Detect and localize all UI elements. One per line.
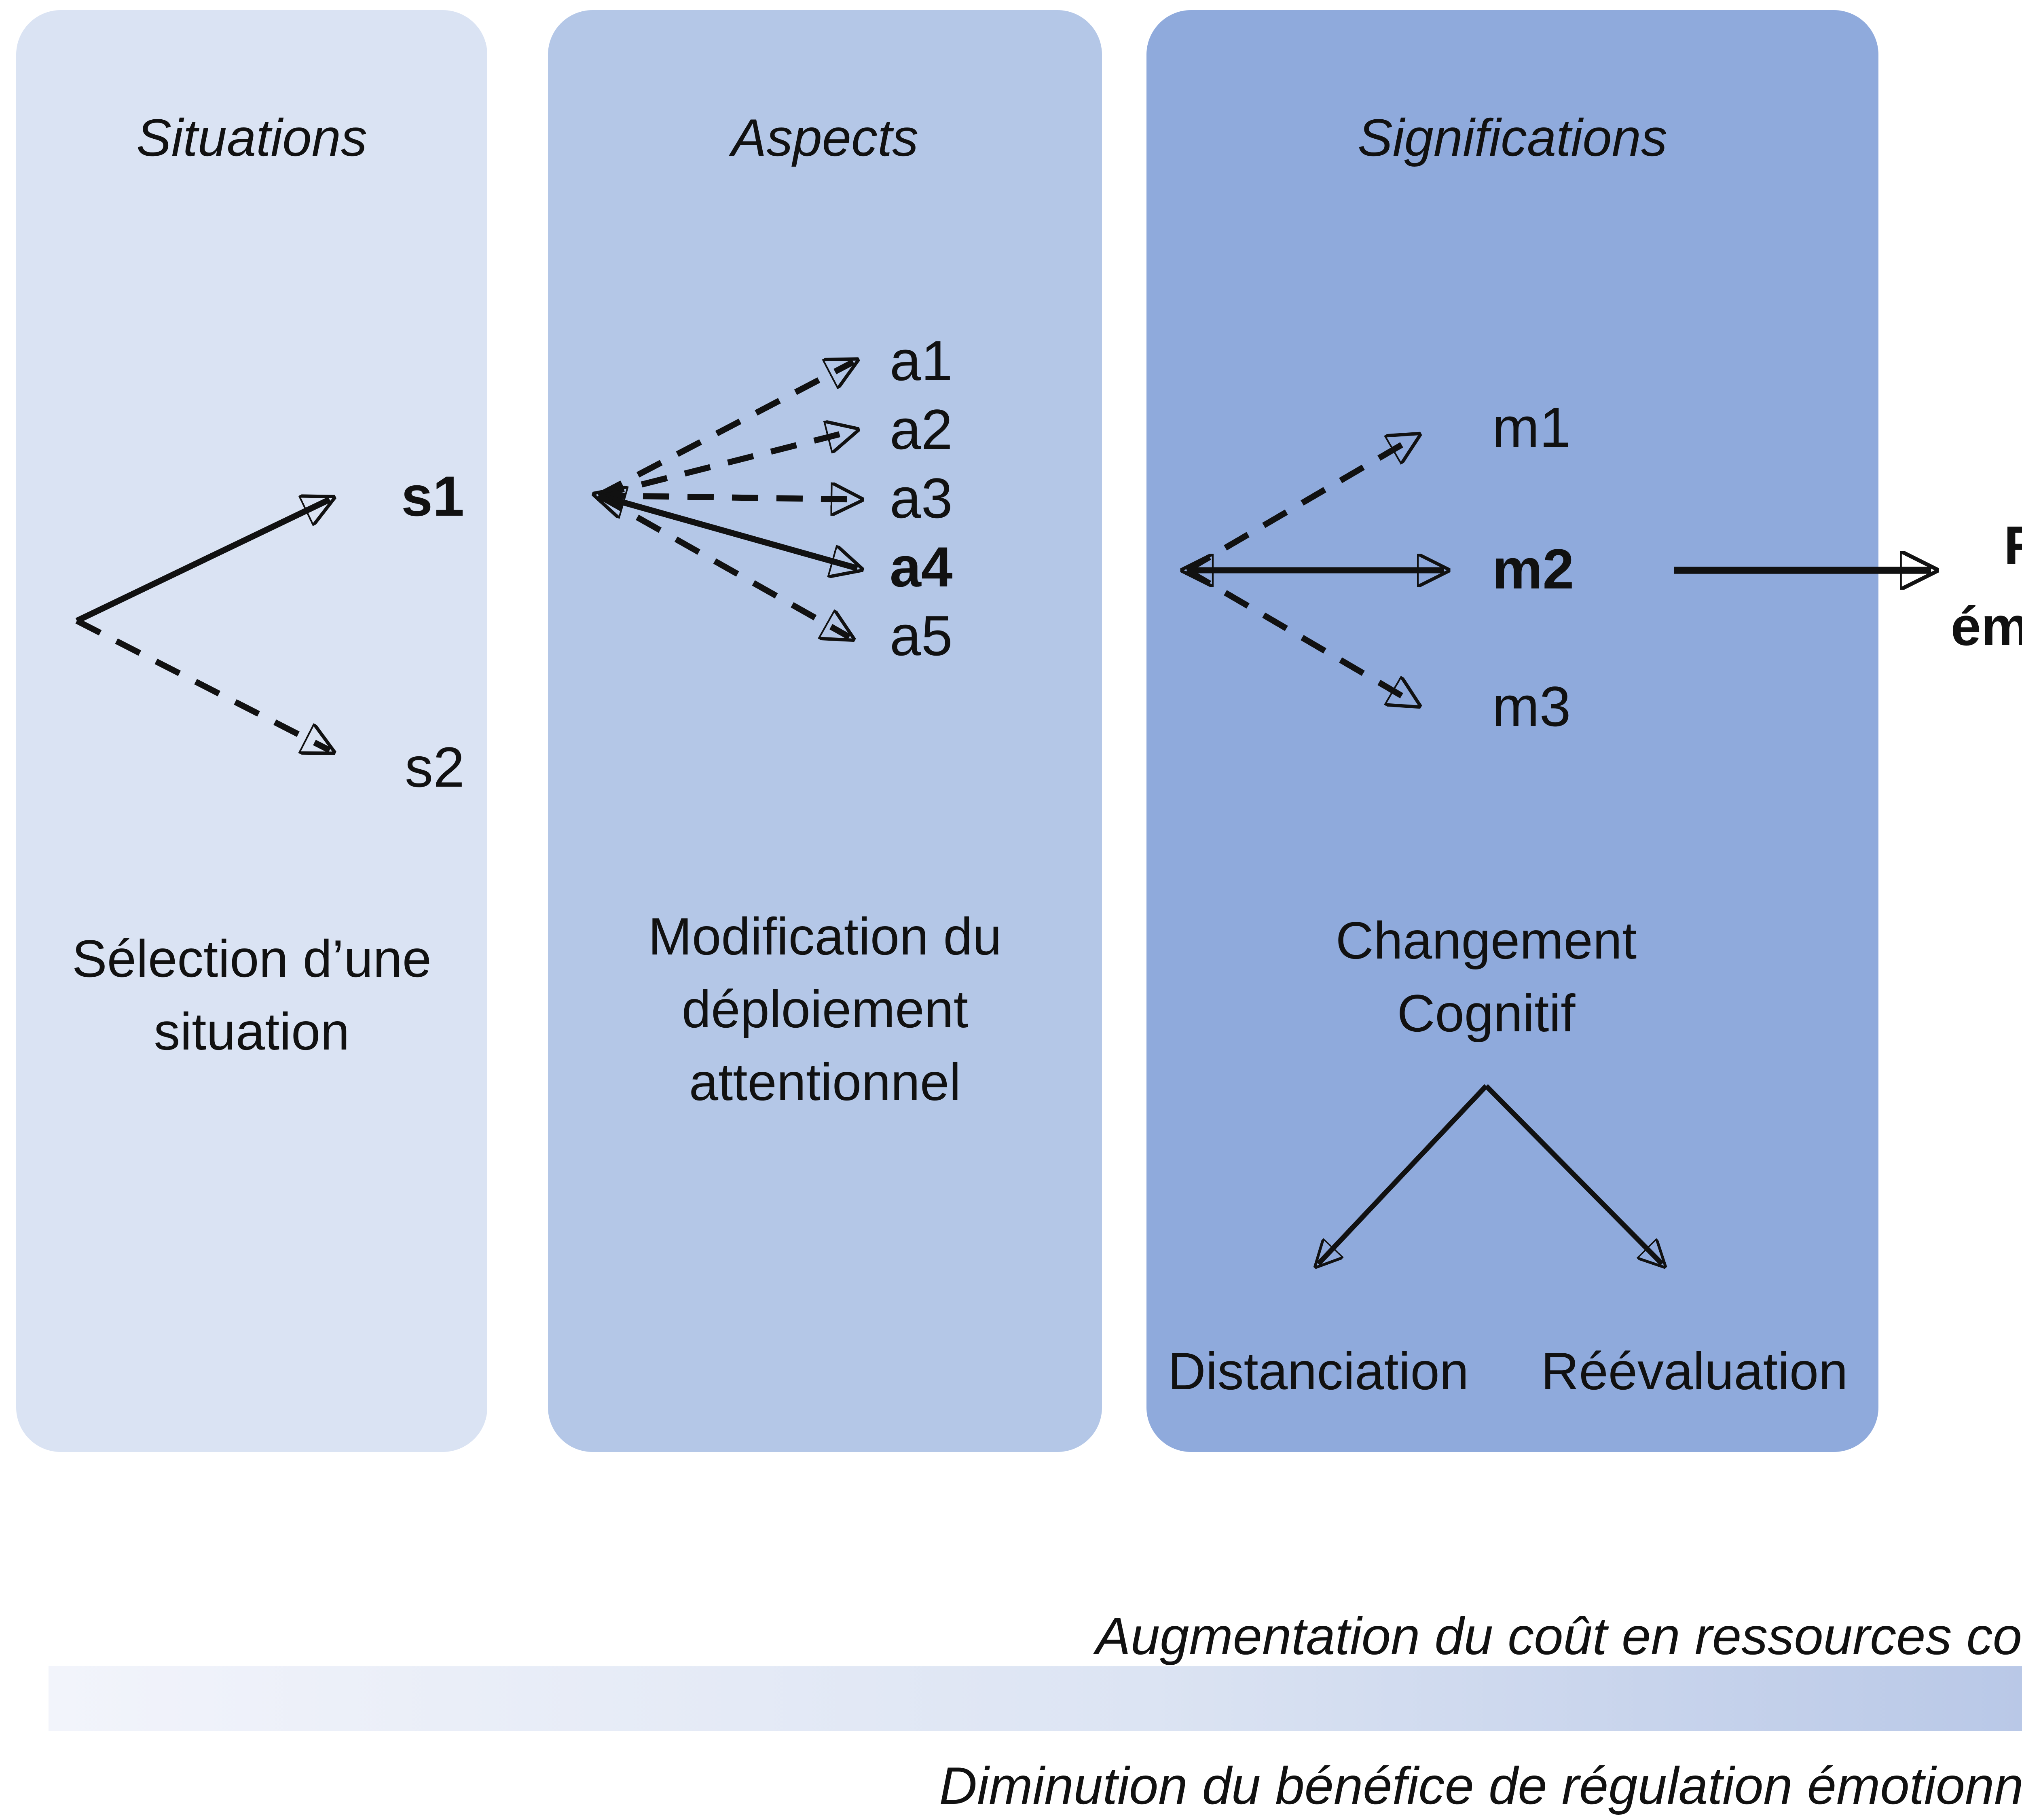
node-s2: s2 [405, 736, 465, 799]
footer-benefit-text: Diminution du bénéfice de régulation émo… [939, 1755, 2022, 1816]
caption-cognitive-change-line1: Changement [1335, 910, 1637, 971]
caption-cognitive-change: Changement Cognitif [1264, 904, 1709, 1050]
node-m1: m1 [1492, 396, 1571, 459]
panel-title-significations: Significations [1357, 107, 1667, 168]
label-emotional-response-line1: Réponse [1917, 506, 2022, 586]
caption-attentional-line1: Modification du [648, 906, 1002, 967]
label-reevaluation: Réévaluation [1541, 1341, 1848, 1401]
caption-attentional-line2: déploiement [681, 979, 969, 1039]
node-m2: m2 [1492, 538, 1574, 601]
node-a4: a4 [890, 536, 953, 599]
footer-cost-text: Augmentation du coût en ressources cogni… [1096, 1606, 2022, 1666]
caption-cognitive-change-line2: Cognitif [1397, 983, 1576, 1043]
panel-title-situations: Situations [136, 107, 367, 168]
label-distanciation: Distanciation [1168, 1341, 1469, 1401]
panel-situations: Situations [16, 10, 487, 1452]
node-a3: a3 [890, 467, 953, 530]
node-a5: a5 [890, 605, 953, 667]
label-emotional-response-line2: émotionnelle [1950, 597, 2022, 657]
node-s1: s1 [401, 465, 464, 528]
panel-aspects: Aspects [548, 10, 1102, 1452]
node-a2: a2 [890, 398, 953, 461]
caption-situation-selection-line1: Sélection d’une [72, 928, 432, 989]
node-m3: m3 [1492, 675, 1571, 738]
caption-attentional-line3: attentionnel [689, 1052, 961, 1112]
caption-situation-selection: Sélection d’une situation [57, 922, 447, 1068]
label-emotional-response: Réponse émotionnelle [1917, 506, 2022, 667]
panel-title-aspects: Aspects [731, 107, 919, 168]
node-a1: a1 [890, 330, 953, 392]
caption-attentional-deployment: Modification du déploiement attentionnel [582, 900, 1068, 1118]
caption-situation-selection-line2: situation [154, 1001, 350, 1062]
